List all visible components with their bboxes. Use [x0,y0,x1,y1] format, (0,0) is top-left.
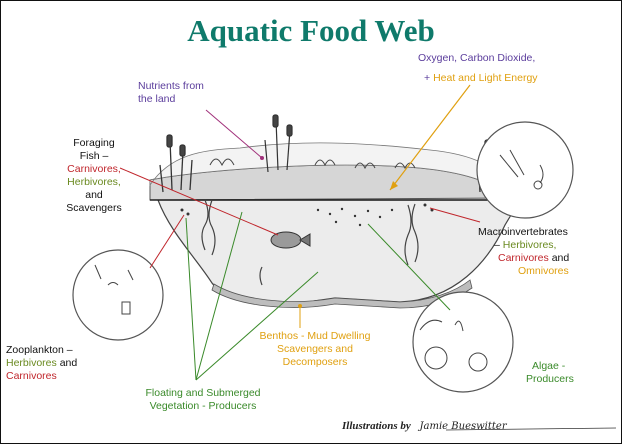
energy-label: + Heat and Light Energy [424,72,538,85]
artist-signature: Jamie Bueswitter [420,421,507,432]
zoo-carnivores: Carnivores [6,370,116,383]
zoo-herbivores: Herbivores [6,357,57,369]
benthos-line1: Benthos - Mud Dwelling [250,330,380,343]
macro-dash: – [494,239,500,251]
plus-sign: + [424,72,430,84]
zoo-line1: Zooplankton – [6,344,116,357]
zooplankton-label: Zooplankton – Herbivores and Carnivores [6,344,116,383]
macro-and: and [552,252,570,264]
zoom-circle-right [477,122,573,218]
zoom-circle-bottom [413,292,513,392]
nutrients-line2: the land [138,93,204,106]
nutrients-line1: Nutrients from [138,80,204,93]
macro-carnivores: Carnivores [498,252,549,264]
vegetation-line2: Vegetation - Producers [128,400,278,413]
oxygen-label: Oxygen, Carbon Dioxide, [418,52,535,65]
zoo-pointer [150,215,184,268]
vegetation-line1: Floating and Submerged [128,387,278,400]
credit-prefix: Illustrations by [342,420,411,432]
algae-line2: Producers [526,373,574,386]
algae-label: Algae - Producers [526,360,574,386]
algae-line1: Algae - [526,360,574,373]
vegetation-label: Floating and Submerged Vegetation - Prod… [128,387,278,413]
foraging-line2: Fish – [56,150,132,163]
foraging-and: and [56,189,132,202]
benthos-line3: Decomposers [250,356,380,369]
heat-light-text: Heat and Light Energy [433,72,538,84]
zoo-and: and [60,357,78,369]
macro-omnivores: Omnivores [478,265,618,278]
macro-herbivores: Herbivores, [503,239,557,251]
macro-line1: Macroinvertebrates [478,226,618,239]
foraging-scavengers: Scavengers [56,202,132,215]
foraging-herbivores: Herbivores, [56,176,132,189]
benthos-line2: Scavengers and [250,343,380,356]
benthos-label: Benthos - Mud Dwelling Scavengers and De… [250,330,380,369]
nutrients-label: Nutrients from the land [138,80,204,106]
foraging-fish-label: Foraging Fish – Carnivores, Herbivores, … [56,137,132,215]
illustration-credit: Illustrations by Jamie Bueswitter [342,420,507,432]
foraging-carnivores: Carnivores, [56,163,132,176]
foraging-line1: Foraging [56,137,132,150]
zoom-circle-left [73,250,163,340]
macroinvertebrates-label: Macroinvertebrates – Herbivores, Carnivo… [478,226,618,278]
